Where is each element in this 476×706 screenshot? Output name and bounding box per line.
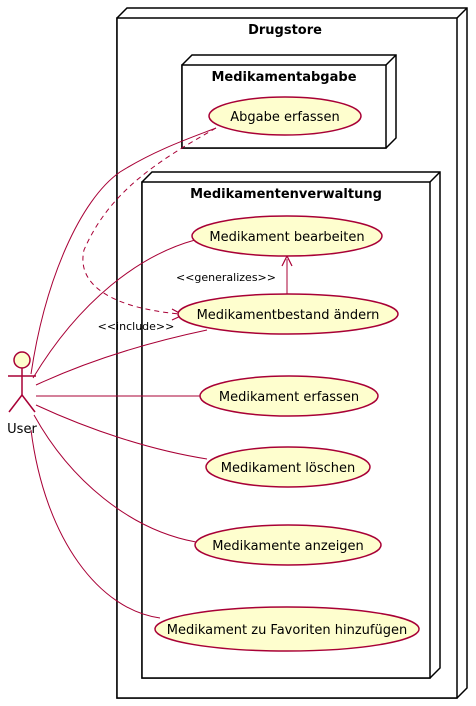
association-bearbeiten [32, 239, 196, 379]
node-title-medikamentabgabe: Medikamentabgabe [211, 70, 356, 85]
association-bestand [35, 329, 208, 386]
usecase-label-favoriten: Medikament zu Favoriten hinzufügen [167, 623, 407, 638]
usecase-loeschen: Medikament löschen [205, 446, 371, 488]
usecase-label-loeschen: Medikament löschen [221, 461, 355, 476]
actor-user: User [7, 351, 37, 437]
usecase-label-abgabe-erfassen: Abgabe erfassen [230, 110, 339, 125]
usecase-label-bearbeiten: Medikament bearbeiten [209, 230, 364, 245]
usecase-label-bestand: Medikamentbestand ändern [197, 308, 380, 323]
usecase-bearbeiten: Medikament bearbeiten [191, 215, 383, 257]
usecase-anzeigen: Medikamente anzeigen [194, 524, 382, 566]
association-anzeigen [33, 414, 197, 543]
association-loeschen [35, 404, 208, 460]
generalizes-label: <<generalizes>> [176, 271, 276, 284]
usecase-label-anzeigen: Medikamente anzeigen [212, 539, 364, 554]
include-label: <<include>> [98, 320, 175, 333]
association-favoriten [30, 429, 161, 619]
actor-stickman-icon [8, 351, 36, 413]
usecase-label-erfassen: Medikament erfassen [219, 390, 359, 405]
usecase-favoriten: Medikament zu Favoriten hinzufügen [154, 606, 420, 652]
node-title-medikamentenverwaltung: Medikamentenverwaltung [190, 187, 382, 202]
association-abgabe-erfassen [30, 127, 217, 375]
usecase-bestand: Medikamentbestand ändern [177, 293, 399, 335]
usecase-abgabe-erfassen: Abgabe erfassen [208, 96, 362, 136]
node-title-drugstore: Drugstore [248, 23, 322, 38]
usecase-erfassen: Medikament erfassen [199, 375, 379, 417]
actor-label: User [7, 422, 37, 437]
